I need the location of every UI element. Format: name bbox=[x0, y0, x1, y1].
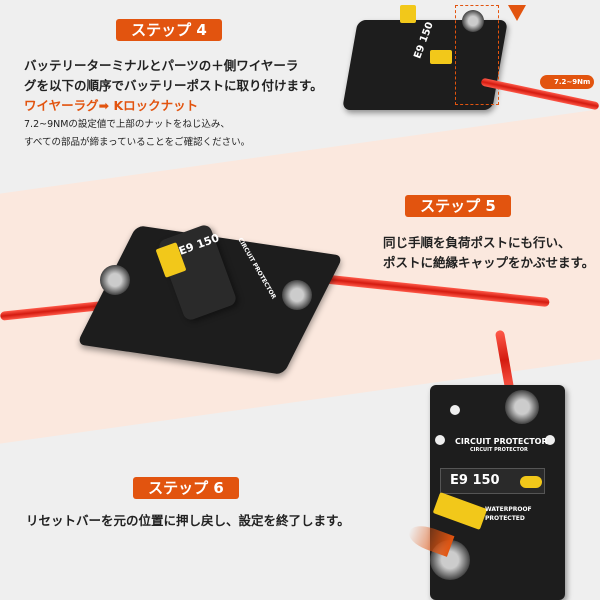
step4-order: ワイヤーラグ➡ Kロックナット bbox=[24, 98, 199, 113]
arrow-down-icon bbox=[508, 5, 526, 21]
step5-line2: ポストに絶縁キャップをかぶせます。 bbox=[383, 255, 595, 270]
step4-line2: グを以下の順序でバッテリーポストに取り付けます。 bbox=[24, 78, 323, 93]
step6-line1: リセットバーを元の位置に押し戻し、設定を終了します。 bbox=[26, 513, 350, 528]
step4-note1: 7.2~9NMの設定値で上部のナットをねじ込み、 bbox=[24, 119, 230, 130]
step5-badge: ステップ 5 bbox=[405, 195, 511, 217]
step4-line1: バッテリーターミナルとパーツの＋側ワイヤーラ bbox=[24, 58, 299, 73]
step4-badge: ステップ 4 bbox=[116, 19, 222, 41]
model-label-step6: E9 150 bbox=[450, 473, 500, 488]
torque-wrench-label: 7.2~9Nm bbox=[540, 75, 595, 89]
highlight-box bbox=[455, 5, 499, 105]
step5-line1: 同じ手順を負荷ポストにも行い、 bbox=[383, 235, 571, 250]
step4-note2: すべての部品が締まっていることをご確認ください。 bbox=[24, 137, 251, 148]
step6-badge: ステップ 6 bbox=[133, 477, 239, 499]
